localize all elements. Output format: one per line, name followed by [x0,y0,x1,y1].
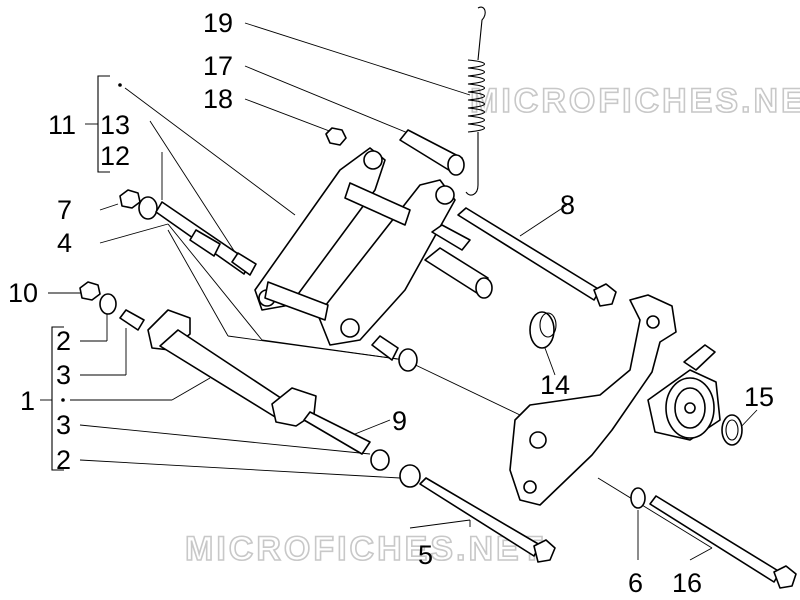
callout-12: 12 [100,141,130,171]
nut-18 [325,127,347,146]
callout-8: 8 [560,190,575,220]
bolt-5 [419,477,556,563]
tension-spring [465,6,486,196]
lower-pivot-shaft [79,281,421,488]
callout-4: 4 [57,228,72,258]
callout-2-lower: 2 [56,445,71,475]
washer-6 [630,487,646,509]
callout-13: 13 [100,110,130,140]
link-pins [424,224,493,299]
callout-16: 16 [672,568,702,598]
callout-labels: 19 17 18 11 13 12 7 4 10 2 3 1 3 2 9 5 8… [8,8,774,598]
callout-7: 7 [57,195,72,225]
callout-18: 18 [203,84,233,114]
silent-block-housing [647,344,721,441]
link-bushings [371,335,418,372]
watermark-top: MICROFICHES.NET [470,82,800,120]
engine-mount-bracket [509,294,677,506]
upper-pivot-shaft [119,189,257,276]
swing-arm-link-right [317,179,456,346]
spacer-tube [399,129,465,176]
callout-11: 11 [48,110,76,140]
callout-19: 19 [203,8,233,38]
callout-9: 9 [392,406,407,436]
callout-14: 14 [540,370,570,400]
callout-3-upper: 3 [56,360,71,390]
bolt-8 [457,207,617,307]
callout-15: 15 [744,382,774,412]
snap-ring [721,414,743,446]
callout-3-lower: 3 [56,410,71,440]
group-brackets [40,75,122,471]
callout-5: 5 [418,540,433,570]
callout-10: 10 [8,278,38,308]
callout-2-upper: 2 [56,326,71,356]
bushing-14 [529,311,557,349]
callout-1: 1 [20,386,35,416]
callout-17: 17 [203,51,233,81]
leader-lines [48,22,758,561]
cross-tube [264,182,411,321]
callout-6: 6 [628,568,643,598]
watermark-bottom: MICROFICHES.NET [185,530,545,568]
bolt-16 [649,495,797,589]
